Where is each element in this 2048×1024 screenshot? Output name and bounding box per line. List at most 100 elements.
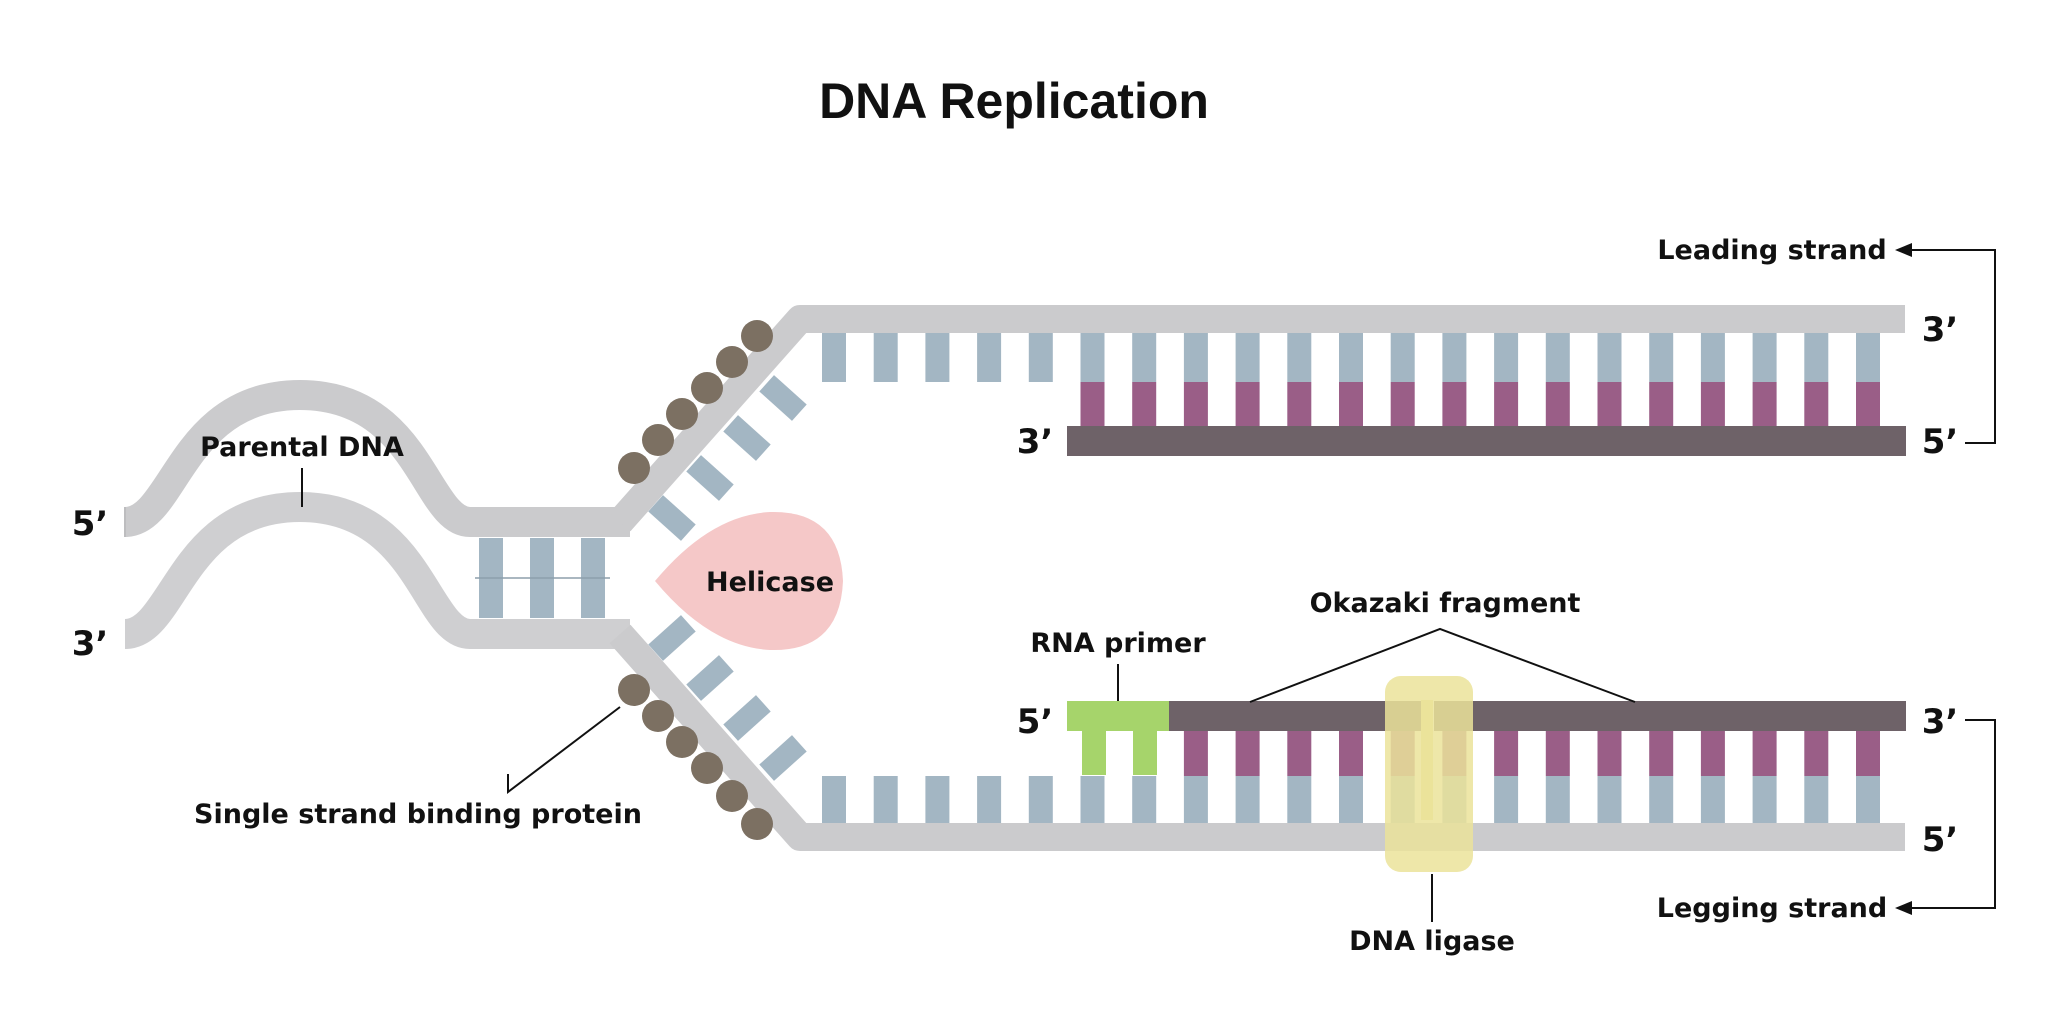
template-base — [1804, 333, 1829, 382]
new-base — [1235, 382, 1260, 426]
parental-dna-helix — [122, 379, 630, 649]
template-base — [1132, 333, 1157, 382]
new-base — [1700, 382, 1725, 426]
new-base — [1287, 731, 1312, 776]
template-base — [1028, 776, 1053, 823]
template-base — [1339, 333, 1363, 382]
template-base — [1597, 333, 1622, 382]
new-base — [1080, 382, 1105, 426]
template-base — [1080, 333, 1105, 382]
lagging-strand-bracket — [1905, 719, 1996, 909]
new-base — [1649, 382, 1674, 426]
dna-ligase — [1385, 676, 1473, 872]
template-base — [977, 333, 1002, 382]
leading-new-end-label: 5’ — [1922, 422, 1959, 462]
template-base — [822, 333, 846, 382]
leading-strand-arrowhead — [1895, 243, 1912, 257]
new-base — [1856, 382, 1880, 426]
new-base — [1597, 382, 1622, 426]
template-base — [1028, 333, 1053, 382]
parental-strand-a — [122, 379, 630, 537]
new-base — [1339, 382, 1363, 426]
lagging-exposed-bases — [648, 615, 807, 781]
parental-bottom-end-label: 3’ — [72, 624, 109, 664]
page-title: DNA Replication — [819, 73, 1209, 129]
template-base — [822, 776, 846, 823]
parental-strand-b — [122, 491, 630, 649]
leading-strand-bracket — [1905, 249, 1996, 444]
leading-new-strand — [1067, 426, 1906, 456]
rna-primer — [1067, 701, 1169, 775]
lagging-template-backbone — [609, 624, 1905, 851]
new-base — [1339, 731, 1363, 776]
lagging-template-bases — [822, 776, 1880, 823]
okazaki-fragment-label: Okazaki fragment — [1310, 588, 1581, 619]
parental-dna-label: Parental DNA — [200, 432, 404, 463]
template-base — [1494, 333, 1519, 382]
single-strand-binding-proteins — [618, 320, 773, 840]
template-base — [1752, 776, 1777, 823]
new-base — [1856, 731, 1880, 776]
leading-template-end-label: 3’ — [1922, 310, 1959, 350]
leading-new-bases — [1080, 382, 1880, 426]
ssb-protein — [716, 346, 748, 378]
template-base — [1856, 333, 1880, 382]
leading-exposed-bases — [648, 375, 807, 541]
ssb-protein — [642, 700, 674, 732]
template-base — [873, 333, 898, 382]
lagging-strand-arrowhead — [1895, 901, 1912, 915]
template-base — [1700, 776, 1725, 823]
ssb-protein — [666, 726, 698, 758]
template-base — [1287, 776, 1312, 823]
new-base — [1494, 382, 1519, 426]
template-base — [1442, 333, 1467, 382]
new-base — [1700, 731, 1725, 776]
ssb-protein — [618, 452, 650, 484]
leading-template-bases — [822, 333, 1880, 382]
template-base — [1545, 333, 1570, 382]
new-base — [1183, 382, 1208, 426]
parental-base-pairs — [475, 538, 610, 618]
template-base — [925, 776, 950, 823]
leading-template-backbone — [609, 305, 1905, 532]
template-base — [873, 776, 898, 823]
template-base — [1649, 333, 1674, 382]
template-base — [1545, 776, 1570, 823]
template-base — [977, 776, 1002, 823]
template-base — [1597, 776, 1622, 823]
template-base — [1856, 776, 1880, 823]
leading-fork-branch — [609, 305, 1906, 541]
template-base — [1080, 776, 1105, 823]
template-base — [1494, 776, 1519, 823]
lagging-fork-branch — [609, 615, 1906, 872]
template-base — [1132, 776, 1157, 823]
ssb-protein — [691, 752, 723, 784]
okazaki-fragment-2 — [1434, 701, 1906, 731]
dna-ligase-label: DNA ligase — [1349, 926, 1515, 957]
ssb-label: Single strand binding protein — [194, 799, 642, 830]
okazaki-fragment-leader — [1249, 627, 1636, 703]
new-base — [1183, 731, 1208, 776]
template-base — [1235, 333, 1260, 382]
template-base — [1804, 776, 1829, 823]
helicase-label: Helicase — [706, 567, 834, 598]
ssb-protein — [741, 320, 773, 352]
leading-new-start-label: 3’ — [1017, 422, 1054, 462]
new-base — [1804, 382, 1829, 426]
template-base — [1235, 776, 1260, 823]
new-base — [1752, 382, 1777, 426]
template-base — [1700, 333, 1725, 382]
lagging-template-end-label: 5’ — [1922, 820, 1959, 860]
new-base — [1442, 382, 1467, 426]
template-base — [925, 333, 950, 382]
ssb-protein — [716, 780, 748, 812]
template-base — [1649, 776, 1674, 823]
new-base — [1597, 731, 1622, 776]
lagging-strand-label: Legging strand — [1657, 893, 1887, 924]
new-base — [1752, 731, 1777, 776]
ssb-protein — [691, 372, 723, 404]
okazaki-fragment-1 — [1169, 701, 1425, 731]
new-base — [1545, 382, 1570, 426]
lagging-new-start-label: 5’ — [1017, 702, 1054, 742]
